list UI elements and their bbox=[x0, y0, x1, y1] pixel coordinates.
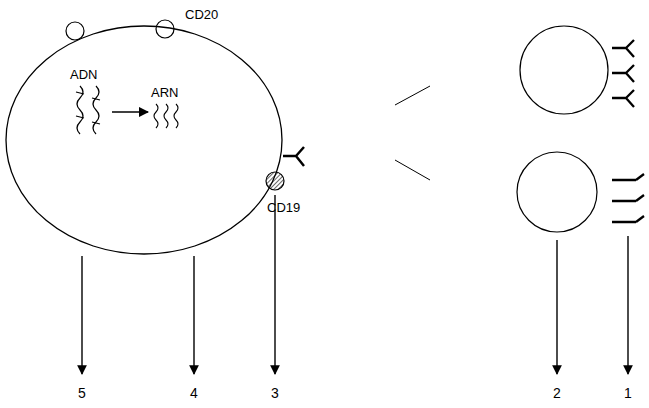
daughter-cell bbox=[517, 152, 597, 232]
pointer-arrow bbox=[82, 195, 628, 374]
cell-membrane bbox=[6, 26, 282, 254]
callout-number: 3 bbox=[271, 385, 279, 401]
cd20-marker bbox=[66, 22, 84, 40]
daughter-cell bbox=[520, 26, 608, 114]
division-line bbox=[395, 86, 430, 105]
callout-number: 4 bbox=[190, 385, 198, 401]
marker-label: CD20 bbox=[185, 7, 218, 22]
molecule-label: ADN bbox=[70, 67, 97, 82]
transcription-arrow bbox=[112, 111, 148, 113]
callout-number: 5 bbox=[78, 385, 86, 401]
molecule-label: ARN bbox=[151, 85, 178, 100]
cell-outline bbox=[5, 25, 283, 255]
rna-strands bbox=[154, 104, 178, 128]
antibody-symbol bbox=[612, 174, 644, 222]
division-line bbox=[395, 160, 430, 180]
dna-strands bbox=[76, 86, 100, 134]
cell-body: CD20ADNARNCD19 bbox=[5, 25, 283, 255]
callout-number: 2 bbox=[553, 385, 561, 401]
receptor-symbol bbox=[283, 147, 304, 166]
cd20-marker bbox=[156, 20, 174, 38]
callout-number: 1 bbox=[624, 385, 632, 401]
antibody-symbol bbox=[612, 40, 634, 107]
marker-label: CD19 bbox=[267, 200, 300, 215]
